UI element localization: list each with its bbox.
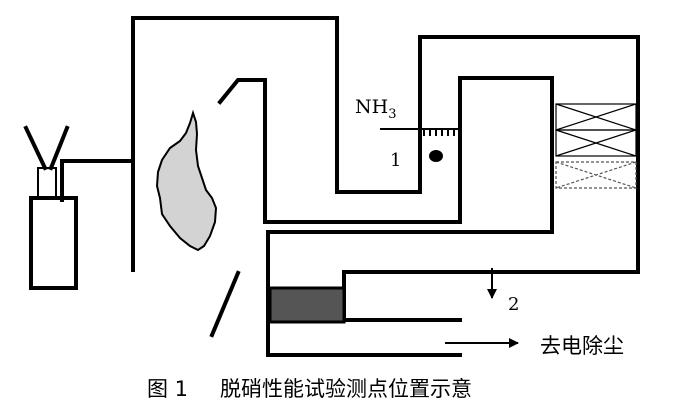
- lower-duct: [266, 230, 554, 357]
- outlet-label: 去电除尘: [540, 334, 624, 358]
- catalyst-layer-3-reserve: [555, 161, 637, 189]
- measurement-point-1-label: 1: [390, 150, 401, 171]
- catalyst-layer-2: [555, 129, 637, 157]
- burner-body: [29, 196, 78, 290]
- upper-nose-and-inner-wall: [217, 76, 554, 234]
- nh3-injection-grid: [380, 128, 458, 136]
- burner-left-arm: [23, 125, 48, 171]
- measurement-point-2-label: 2: [508, 294, 519, 315]
- figure-number: 图 1: [147, 377, 188, 401]
- measurement-point-1-marker: [429, 150, 443, 162]
- burner-assembly: [23, 125, 135, 290]
- air-preheater-block: [268, 286, 346, 324]
- lower-slanted-wall: [209, 270, 241, 338]
- burner-neck: [37, 167, 57, 200]
- catalyst-layers: [555, 103, 637, 189]
- feed-pipe: [60, 159, 135, 202]
- flame-shape: [155, 109, 218, 252]
- figure-title: 脱硝性能试验测点位置示意: [220, 377, 472, 401]
- catalyst-layer-1: [555, 103, 637, 131]
- burner-right-arm: [48, 125, 70, 171]
- furnace-roof-and-drop-wall: [131, 16, 422, 194]
- nh3-label: NH3: [355, 96, 396, 122]
